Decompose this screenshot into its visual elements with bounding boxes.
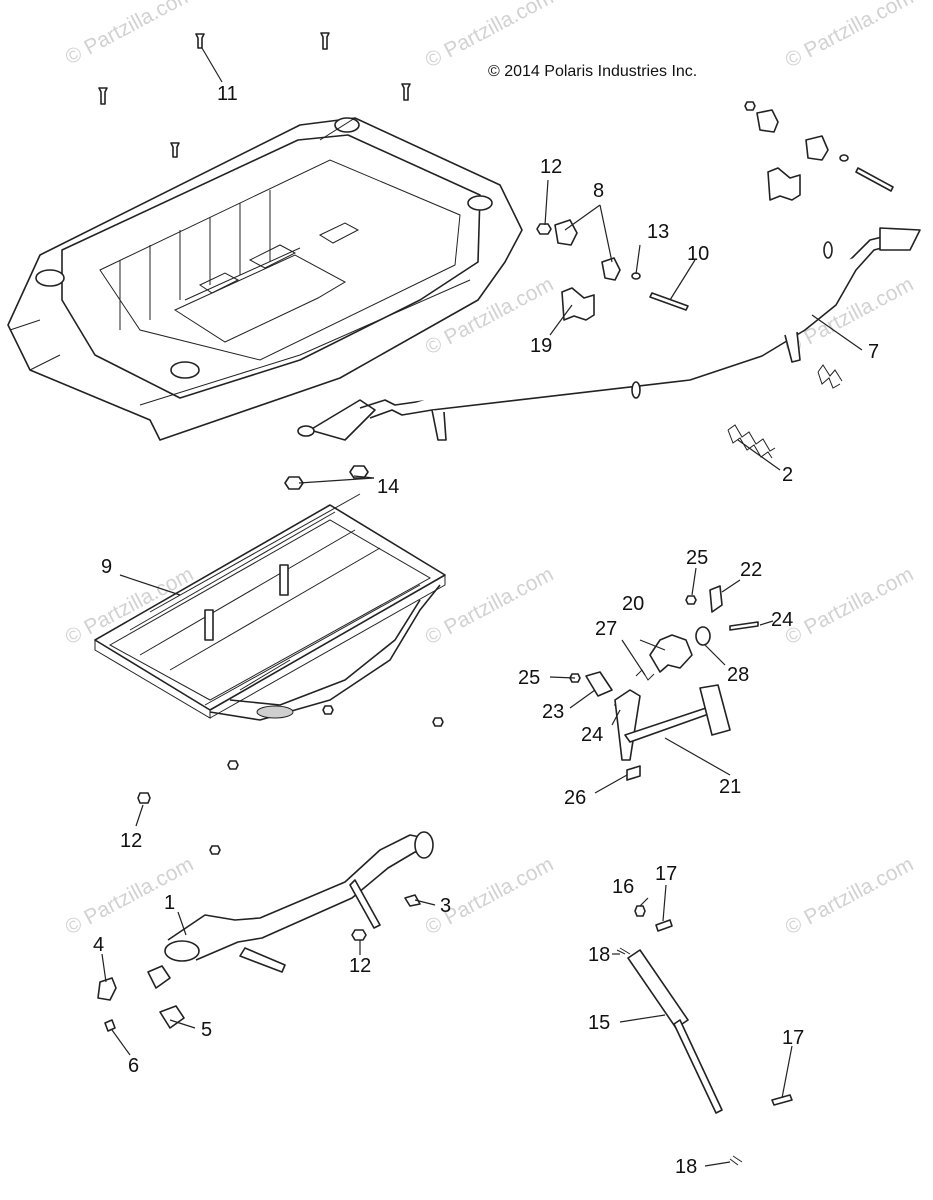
callout-11: 11 bbox=[217, 83, 238, 105]
cargo-frame-drawing bbox=[94, 493, 446, 721]
callout-22: 22 bbox=[740, 559, 762, 581]
callout-5: 5 bbox=[201, 1019, 212, 1041]
small-nuts-drawing bbox=[137, 705, 444, 855]
callout-21: 21 bbox=[719, 776, 741, 798]
callout-labels: 11 12 8 13 10 19 7 2 14 9 25 22 20 24 27… bbox=[93, 83, 879, 1178]
leader-lines bbox=[101, 47, 863, 1167]
callout-7: 7 bbox=[868, 341, 879, 363]
copyright-notice: © 2014 Polaris Industries Inc. bbox=[488, 63, 697, 80]
nuts-14-drawing bbox=[284, 465, 369, 490]
lower-hardware-drawing bbox=[97, 965, 185, 1032]
cargo-box-drawing bbox=[7, 117, 523, 441]
latch-handle-upper-drawing bbox=[297, 227, 921, 441]
callout-10: 10 bbox=[687, 243, 709, 265]
callout-13: 13 bbox=[647, 221, 669, 243]
callout-8: 8 bbox=[593, 180, 604, 202]
watermark: © Partzilla.com bbox=[62, 0, 198, 69]
callout-17-bottom: 17 bbox=[782, 1027, 804, 1049]
callout-16: 16 bbox=[612, 876, 634, 898]
callout-6: 6 bbox=[128, 1055, 139, 1077]
latch-hardware-drawing bbox=[536, 101, 894, 321]
callout-19: 19 bbox=[530, 335, 552, 357]
watermark: © Partzilla.com bbox=[422, 0, 558, 72]
callout-3: 3 bbox=[440, 895, 451, 917]
callout-4: 4 bbox=[93, 934, 104, 956]
callout-14: 14 bbox=[377, 476, 399, 498]
callout-18-top: 18 bbox=[588, 944, 610, 966]
callout-27: 27 bbox=[595, 618, 617, 640]
callout-25-top: 25 bbox=[686, 547, 708, 569]
callout-12-bottom: 12 bbox=[349, 955, 371, 977]
watermark: © Partzilla.com bbox=[782, 563, 918, 650]
callout-25-left: 25 bbox=[518, 667, 540, 689]
callout-1: 1 bbox=[164, 892, 175, 914]
springs-2-drawing bbox=[727, 364, 843, 459]
gas-strut-drawing bbox=[616, 905, 793, 1166]
callout-26: 26 bbox=[564, 787, 586, 809]
callout-15: 15 bbox=[588, 1012, 610, 1034]
callout-23: 23 bbox=[542, 701, 564, 723]
watermark: © Partzilla.com bbox=[782, 853, 918, 940]
callout-28: 28 bbox=[727, 664, 749, 686]
callout-20: 20 bbox=[622, 593, 644, 615]
latch-bracket-drawing bbox=[569, 585, 759, 781]
callout-17-top: 17 bbox=[655, 863, 677, 885]
callout-24-bottom: 24 bbox=[581, 724, 603, 746]
callout-2: 2 bbox=[782, 464, 793, 486]
callout-18-bottom: 18 bbox=[675, 1156, 697, 1178]
callout-24-right: 24 bbox=[771, 609, 793, 631]
callout-12-top: 12 bbox=[540, 156, 562, 178]
callout-9: 9 bbox=[101, 556, 112, 578]
watermark: © Partzilla.com bbox=[782, 0, 918, 72]
callout-12-left: 12 bbox=[120, 830, 142, 852]
watermark: © Partzilla.com bbox=[62, 853, 198, 940]
latch-handle-lower-drawing bbox=[164, 831, 434, 973]
